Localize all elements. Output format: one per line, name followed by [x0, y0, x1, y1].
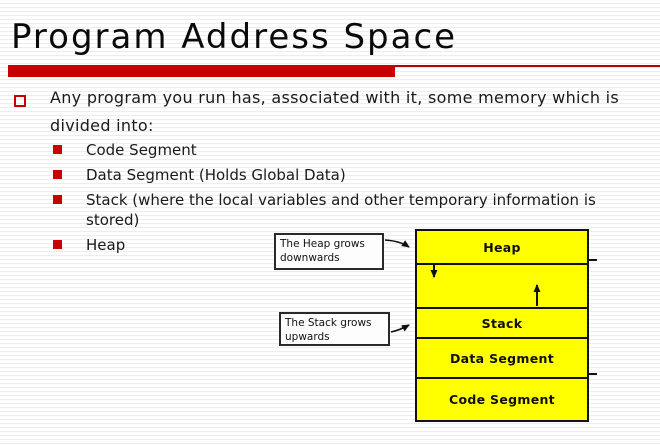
stack-callout: The Stack grows upwards: [279, 312, 390, 346]
square-bullet-icon: [53, 240, 62, 249]
list-item: Heap: [53, 235, 653, 255]
segment-data: Data Segment: [417, 337, 587, 377]
main-bullet-text: Any program you run has, associated with…: [50, 88, 620, 135]
heap-callout: The Heap grows downwards: [274, 233, 384, 270]
list-item: Stack (where the local variables and oth…: [53, 190, 653, 230]
data-boundary-tick: [587, 373, 597, 375]
list-item-label: Heap: [86, 236, 126, 254]
square-bullet-icon: [53, 145, 62, 154]
page-title: Program Address Space: [11, 17, 458, 57]
square-bullet-icon: [53, 170, 62, 179]
segment-heap: Heap: [483, 239, 521, 255]
list-item-label: Data Segment (Holds Global Data): [86, 166, 346, 184]
sub-bullet-list: Code Segment Data Segment (Holds Global …: [53, 140, 653, 260]
list-item: Data Segment (Holds Global Data): [53, 165, 653, 185]
stack-callout-arrow-icon: [390, 324, 410, 333]
list-item-label: Code Segment: [86, 141, 197, 159]
title-underline-thick: [8, 65, 395, 77]
square-bullet-icon: [53, 195, 62, 204]
segment-free-space: [417, 263, 587, 307]
hollow-square-bullet-icon: [14, 95, 26, 107]
list-item: Code Segment: [53, 140, 653, 160]
list-item-label: Stack (where the local variables and oth…: [86, 191, 596, 229]
segment-code: Code Segment: [417, 377, 587, 420]
segment-stack: Stack: [417, 307, 587, 337]
memory-layout-diagram: Heap Stack Data Segment Code Segment: [415, 229, 589, 422]
heap-boundary-tick: [587, 259, 597, 261]
